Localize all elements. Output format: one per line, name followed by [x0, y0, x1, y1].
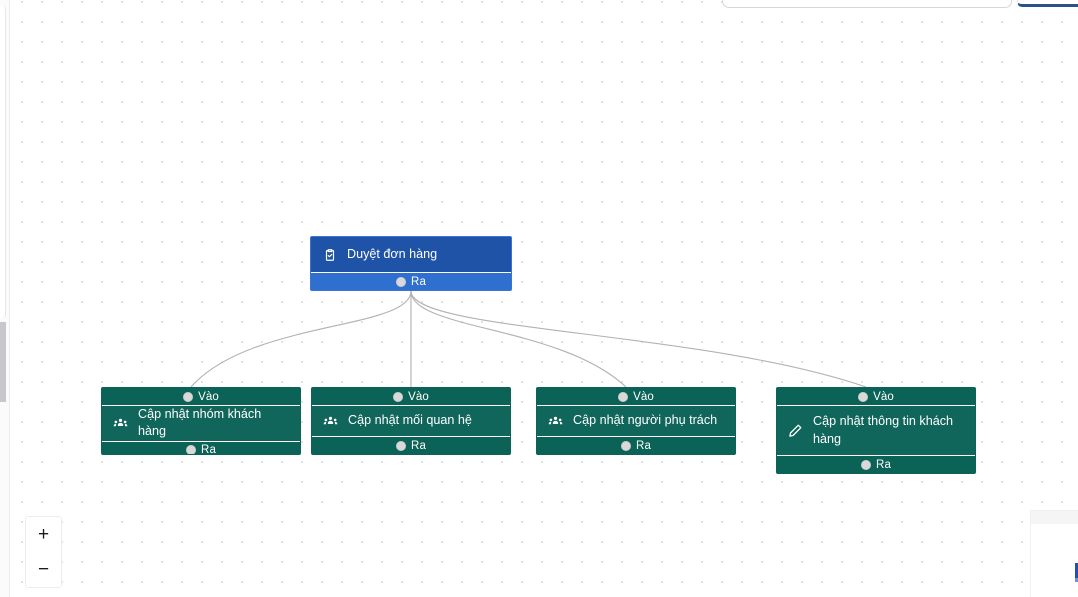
- node-cap-nhat-nguoi-phu-trach[interactable]: Vào Cập nhật người phụ trách Ra: [536, 387, 736, 455]
- minimap-node-approval: [1075, 563, 1078, 578]
- node-header-row: Duyệt đơn hàng: [311, 237, 511, 272]
- zoom-in-button[interactable]: +: [26, 517, 61, 552]
- node-content-row: Cập nhật thông tin khách hàng: [777, 406, 975, 455]
- node-output-handle[interactable]: Ra: [311, 272, 511, 290]
- input-handle-label: Vào: [408, 390, 429, 403]
- node-content-row: Cập nhật nhóm khách hàng: [102, 406, 300, 441]
- left-panel-edge: [0, 6, 6, 318]
- node-title: Cập nhật mối quan hệ: [348, 413, 472, 428]
- node-output-handle[interactable]: Ra: [777, 455, 975, 473]
- users-group-icon: [112, 415, 129, 432]
- input-handle-label: Vào: [633, 390, 654, 403]
- clipboard-check-icon: [321, 246, 338, 263]
- zoom-controls: + −: [25, 516, 62, 588]
- output-handle-label: Ra: [636, 439, 651, 452]
- minimap[interactable]: [1030, 510, 1078, 597]
- node-title: Cập nhật người phụ trách: [573, 413, 718, 428]
- input-handle-label: Vào: [873, 390, 894, 403]
- node-input-handle[interactable]: Vào: [537, 388, 735, 406]
- handle-dot-icon[interactable]: [186, 445, 197, 454]
- pencil-edit-icon: [787, 422, 804, 439]
- node-title: Cập nhật thông tin khách hàng: [813, 414, 954, 446]
- handle-dot-icon[interactable]: [861, 459, 872, 470]
- node-output-handle[interactable]: Ra: [102, 440, 300, 455]
- zoom-out-button[interactable]: −: [26, 552, 61, 587]
- node-cap-nhat-moi-quan-he[interactable]: Vào Cập nhật mối quan hệ Ra: [311, 387, 511, 455]
- node-output-handle[interactable]: Ra: [537, 436, 735, 454]
- users-group-icon: [547, 413, 564, 430]
- handle-dot-icon[interactable]: [621, 440, 632, 451]
- node-duyet-don-hang[interactable]: Duyệt đơn hàng Ra: [310, 236, 512, 291]
- handle-dot-icon[interactable]: [396, 440, 407, 451]
- handle-dot-icon[interactable]: [396, 276, 407, 287]
- minimap-node-approval-footer: [1075, 578, 1078, 582]
- node-content-row: Cập nhật mối quan hệ: [312, 406, 510, 436]
- node-cap-nhat-nhom-khach-hang[interactable]: Vào Cập nhật nhóm khách hàng Ra: [101, 387, 301, 455]
- node-input-handle[interactable]: Vào: [777, 388, 975, 406]
- output-handle-label: Ra: [411, 275, 426, 288]
- node-title: Cập nhật nhóm khách hàng: [138, 407, 262, 439]
- handle-dot-icon[interactable]: [858, 391, 869, 402]
- left-sidebar-rail: [0, 0, 10, 597]
- output-handle-label: Ra: [876, 458, 891, 471]
- node-content-row: Cập nhật người phụ trách: [537, 406, 735, 436]
- output-handle-label: Ra: [201, 444, 216, 455]
- output-handle-label: Ra: [411, 439, 426, 452]
- handle-dot-icon[interactable]: [618, 391, 629, 402]
- handle-dot-icon[interactable]: [183, 391, 194, 402]
- node-input-handle[interactable]: Vào: [312, 388, 510, 406]
- minimap-shade: [1031, 511, 1078, 524]
- node-output-handle[interactable]: Ra: [312, 436, 510, 454]
- node-input-handle[interactable]: Vào: [102, 388, 300, 406]
- sidebar-scrollbar[interactable]: [0, 322, 6, 402]
- handle-dot-icon[interactable]: [393, 391, 404, 402]
- node-cap-nhat-thong-tin-khach-hang[interactable]: Vào Cập nhật thông tin khách hàng Ra: [776, 387, 976, 474]
- node-title: Duyệt đơn hàng: [347, 246, 438, 261]
- users-group-icon: [322, 413, 339, 430]
- input-handle-label: Vào: [198, 390, 219, 403]
